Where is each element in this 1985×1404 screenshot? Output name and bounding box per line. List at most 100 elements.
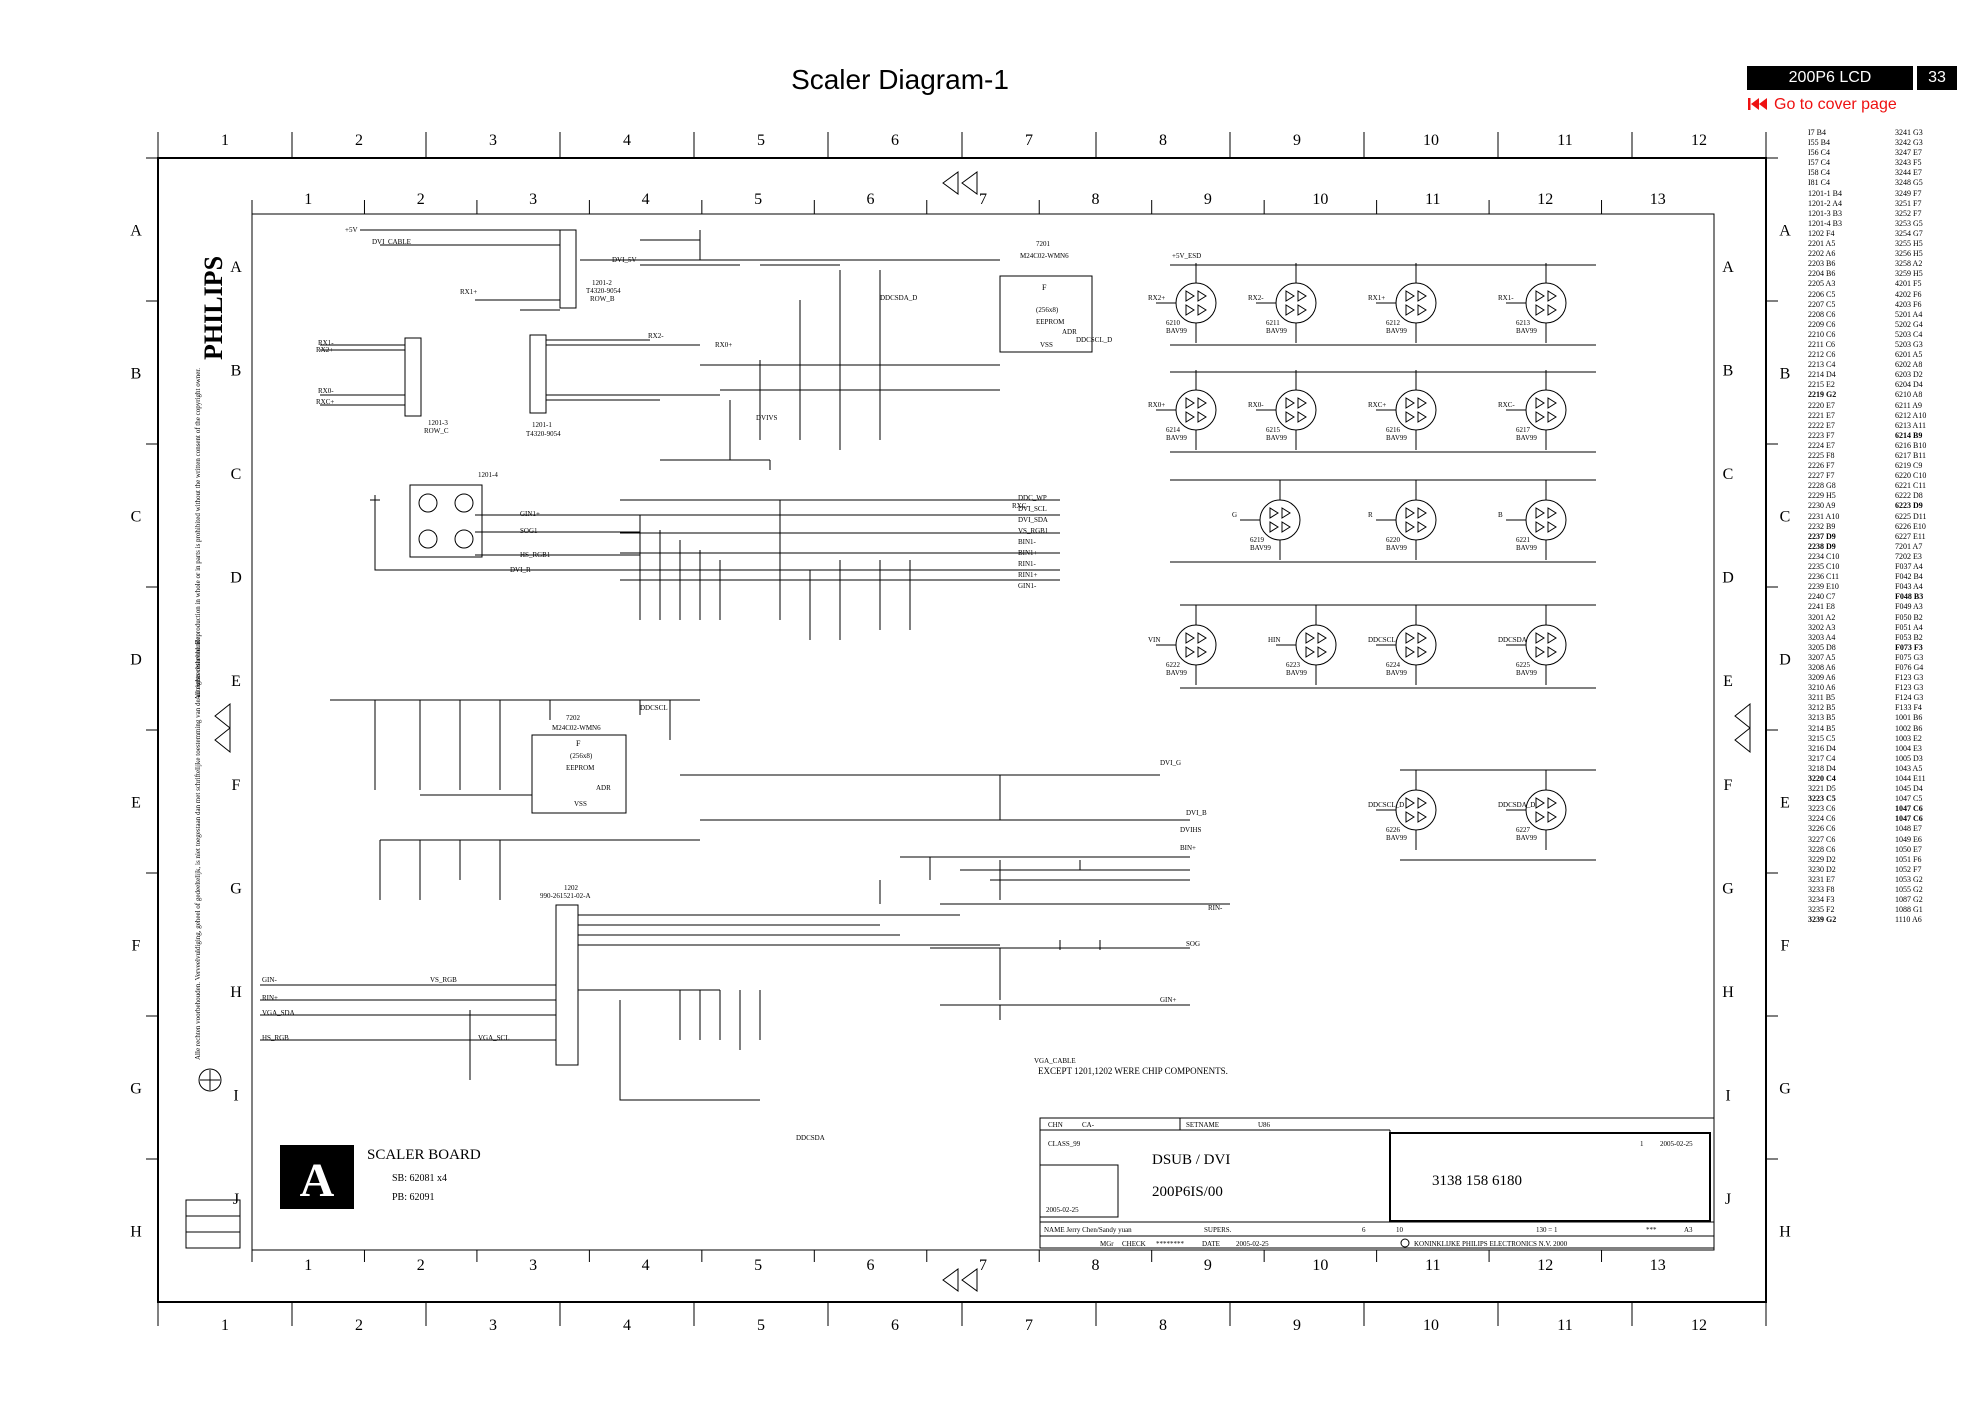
index-entry: 3255 H5: [1895, 239, 1923, 249]
index-entry: 2202 A6: [1808, 249, 1836, 259]
index-entry: 7202 E3: [1895, 551, 1922, 561]
svg-text:SB: 62081 x4: SB: 62081 x4: [392, 1173, 447, 1184]
connector-1201-4: 1201-4: [409, 471, 498, 558]
signal-label: BIN1-: [1018, 538, 1037, 546]
index-entry: 1049 E6: [1895, 834, 1922, 844]
inner-frame: [251, 213, 1715, 1251]
signal-label: RXC+: [316, 398, 334, 406]
outer-col-label-top: 6: [891, 132, 899, 149]
svg-text:SETNAME: SETNAME: [1186, 1121, 1219, 1129]
index-entry: F075 G3: [1895, 652, 1924, 662]
index-entry: 3201 A2: [1808, 612, 1836, 622]
outer-row-label-left: H: [130, 1224, 142, 1241]
outer-col-label-top: 11: [1557, 132, 1572, 149]
signal-label: DVI_B: [1186, 809, 1207, 817]
go-to-cover-link[interactable]: Go to cover page: [1748, 96, 1897, 114]
inner-col-label-bottom: 6: [867, 1257, 875, 1274]
index-entry: 2209 C6: [1808, 319, 1836, 329]
inner-row-label-right: B: [1723, 362, 1734, 379]
index-entry: 2234 C10: [1808, 551, 1840, 561]
index-entry: 1043 A5: [1895, 763, 1923, 773]
outer-row-label-left: F: [132, 938, 141, 955]
svg-text:RX0-: RX0-: [1248, 401, 1264, 409]
svg-text:ROW_B: ROW_B: [590, 295, 615, 303]
index-entry: 3227 C6: [1808, 834, 1836, 844]
index-entry: 1044 E11: [1895, 774, 1926, 783]
index-entry: 3209 A6: [1808, 673, 1836, 683]
cover-link-label: Go to cover page: [1774, 96, 1897, 113]
signal-label: DVIVS: [756, 414, 777, 422]
index-entry: 3241 G3: [1895, 128, 1923, 137]
svg-text:DDCSDA: DDCSDA: [1498, 636, 1527, 644]
svg-text:U86: U86: [1258, 1121, 1271, 1129]
inner-row-label-left: B: [231, 362, 242, 379]
index-entry: 2237 D9: [1808, 531, 1836, 541]
index-entry: 4201 F5: [1895, 279, 1922, 289]
signal-label: VGA_SCL: [478, 1034, 510, 1042]
outer-row-label-left: A: [130, 223, 142, 240]
svg-text:VSS: VSS: [1040, 341, 1053, 349]
index-entry: 1110 A6: [1895, 915, 1922, 925]
index-entry: 3242 G3: [1895, 138, 1923, 148]
inner-col-label-bottom: 11: [1425, 1257, 1440, 1274]
svg-text:BAV99: BAV99: [1516, 544, 1537, 552]
esd-diode-array: 6210BAV99RX2+6211BAV99RX2-6212BAV99RX1+6…: [1148, 263, 1596, 861]
signal-label: RX1+: [460, 288, 477, 296]
svg-text:CHECK: CHECK: [1122, 1240, 1146, 1248]
svg-text:BAV99: BAV99: [1166, 434, 1187, 442]
connector-1201-1: 1201-1 T4320-9054: [526, 334, 561, 438]
inner-col-label-bottom: 1: [304, 1257, 312, 1274]
wires-mid-right: [680, 774, 1230, 1020]
svg-text:BAV99: BAV99: [1266, 434, 1287, 442]
svg-text:SUPERS.: SUPERS.: [1204, 1226, 1232, 1234]
signal-label: HS_RGB: [262, 1034, 289, 1042]
index-entry: 6221 C11: [1895, 481, 1927, 491]
svg-text:DDCSCL: DDCSCL: [1368, 636, 1396, 644]
index-entry: I56 C4: [1808, 148, 1830, 158]
inner-row-label-right: F: [1724, 777, 1733, 794]
signal-label: BIN+: [1180, 844, 1196, 852]
index-entry: 3248 G5: [1895, 178, 1923, 188]
index-entry: 1001 B6: [1895, 713, 1923, 723]
svg-text:********: ********: [1156, 1240, 1185, 1248]
inner-col-label-top: 9: [1204, 191, 1212, 208]
index-entry: 3215 C5: [1808, 733, 1836, 743]
signal-label: RIN1+: [1018, 571, 1038, 579]
index-entry: 3217 C4: [1808, 753, 1836, 763]
signal-label: DVIHS: [1180, 826, 1201, 834]
svg-text:990-261521-02-A: 990-261521-02-A: [540, 892, 591, 900]
inner-col-label-top: 1: [304, 191, 312, 208]
inner-row-label-left: F: [232, 777, 241, 794]
inner-col-label-top: 4: [642, 191, 650, 208]
index-entry: 3211 B5: [1808, 693, 1836, 703]
svg-text:1201-4: 1201-4: [478, 471, 498, 479]
index-entry: 3251 F7: [1895, 198, 1922, 208]
signal-labels: +5VDVI_CABLEDVI_5V+5V_ESDRX1+RX1-RX2+RX2…: [262, 226, 1223, 1142]
index-entry: F049 A3: [1895, 602, 1923, 612]
inner-col-label-top: 11: [1425, 191, 1440, 208]
signal-label: DDCSDA_D: [880, 294, 917, 302]
svg-text:SCALER BOARD: SCALER BOARD: [367, 1147, 481, 1163]
inner-row-label-left: E: [231, 673, 241, 690]
eeprom-7202: 7202 M24C02-WMN6 F (256x8) EEPROM ADR VS…: [531, 714, 627, 814]
inner-row-label-left: A: [230, 259, 242, 276]
index-entry: 3244 E7: [1895, 168, 1922, 178]
index-entry: 6214 B9: [1895, 430, 1923, 440]
signal-label: VGA_SDA: [262, 1009, 295, 1017]
signal-label: DDCSDA: [796, 1134, 825, 1142]
svg-text:6226: 6226: [1386, 826, 1401, 834]
index-entry: 6220 C10: [1895, 471, 1927, 481]
inner-row-label-right: A: [1722, 259, 1734, 276]
index-entry: 1050 E7: [1895, 844, 1922, 854]
inner-row-label-right: J: [1725, 1191, 1731, 1208]
brand-wordmark: PHILIPS: [199, 256, 228, 360]
svg-text:BAV99: BAV99: [1516, 327, 1537, 335]
inner-col-label-top: 5: [754, 191, 762, 208]
